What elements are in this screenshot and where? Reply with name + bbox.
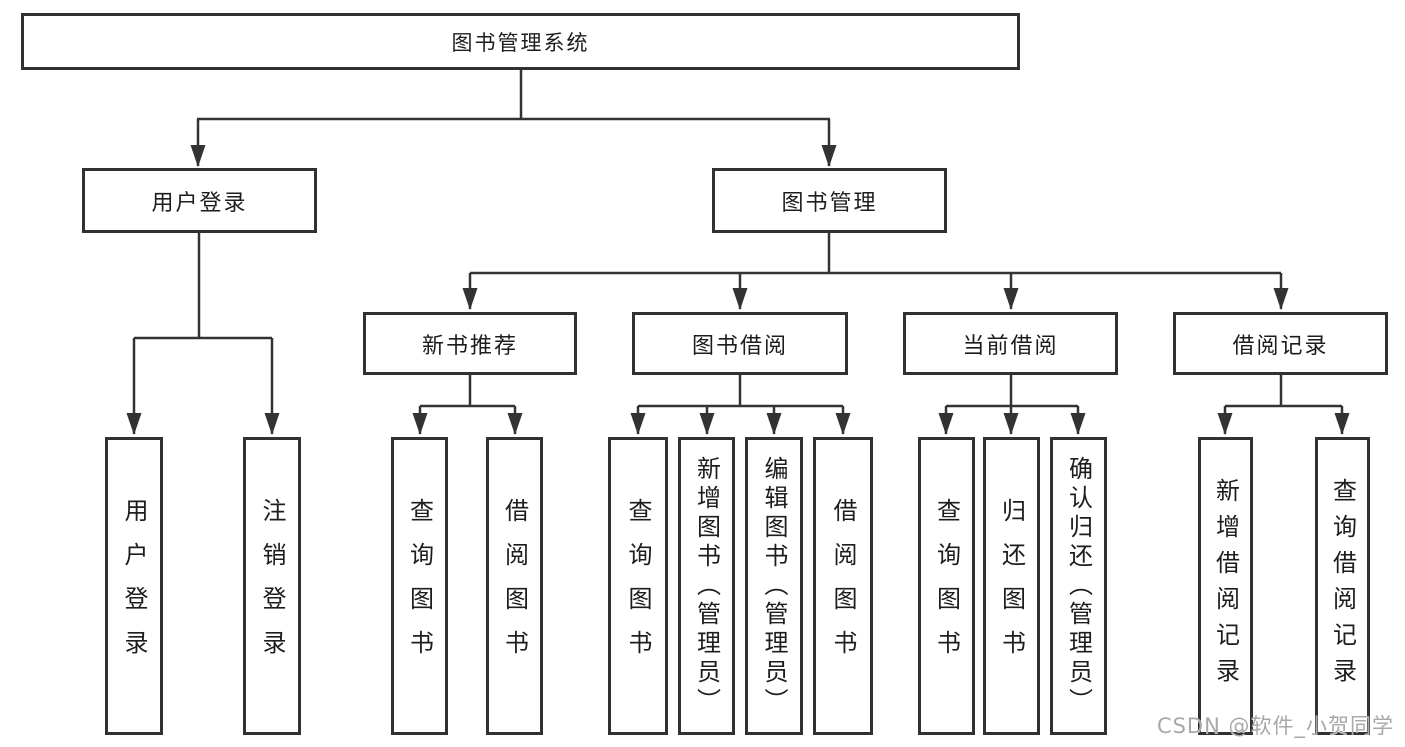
- node-book-management: 图书管理: [712, 168, 947, 233]
- node-user-login: 用户登录: [82, 168, 317, 233]
- leaf-borrow-book-2: 借阅图书: [813, 437, 873, 735]
- leaf-add-book-admin: 新增图书（管理员）: [678, 437, 735, 735]
- node-current-borrow: 当前借阅: [903, 312, 1118, 375]
- leaf-borrow-book-1: 借阅图书: [486, 437, 543, 735]
- leaf-query-book-2: 查询图书: [608, 437, 668, 735]
- leaf-query-book-3: 查询图书: [918, 437, 975, 735]
- node-book-borrow: 图书借阅: [632, 312, 848, 375]
- leaf-logout: 注销登录: [243, 437, 301, 735]
- leaf-user-login: 用户登录: [105, 437, 163, 735]
- node-library-system: 图书管理系统: [21, 13, 1020, 70]
- leaf-return-book: 归还图书: [983, 437, 1040, 735]
- csdn-watermark: CSDN @软件_小贺同学: [1156, 714, 1394, 738]
- leaf-query-book-1: 查询图书: [391, 437, 448, 735]
- node-new-book-recommend: 新书推荐: [363, 312, 577, 375]
- leaf-add-borrow-record: 新增借阅记录: [1198, 437, 1253, 735]
- leaf-confirm-return-admin: 确认归还（管理员）: [1050, 437, 1107, 735]
- node-borrow-record: 借阅记录: [1173, 312, 1388, 375]
- leaf-edit-book-admin: 编辑图书（管理员）: [745, 437, 803, 735]
- leaf-query-borrow-record: 查询借阅记录: [1315, 437, 1370, 735]
